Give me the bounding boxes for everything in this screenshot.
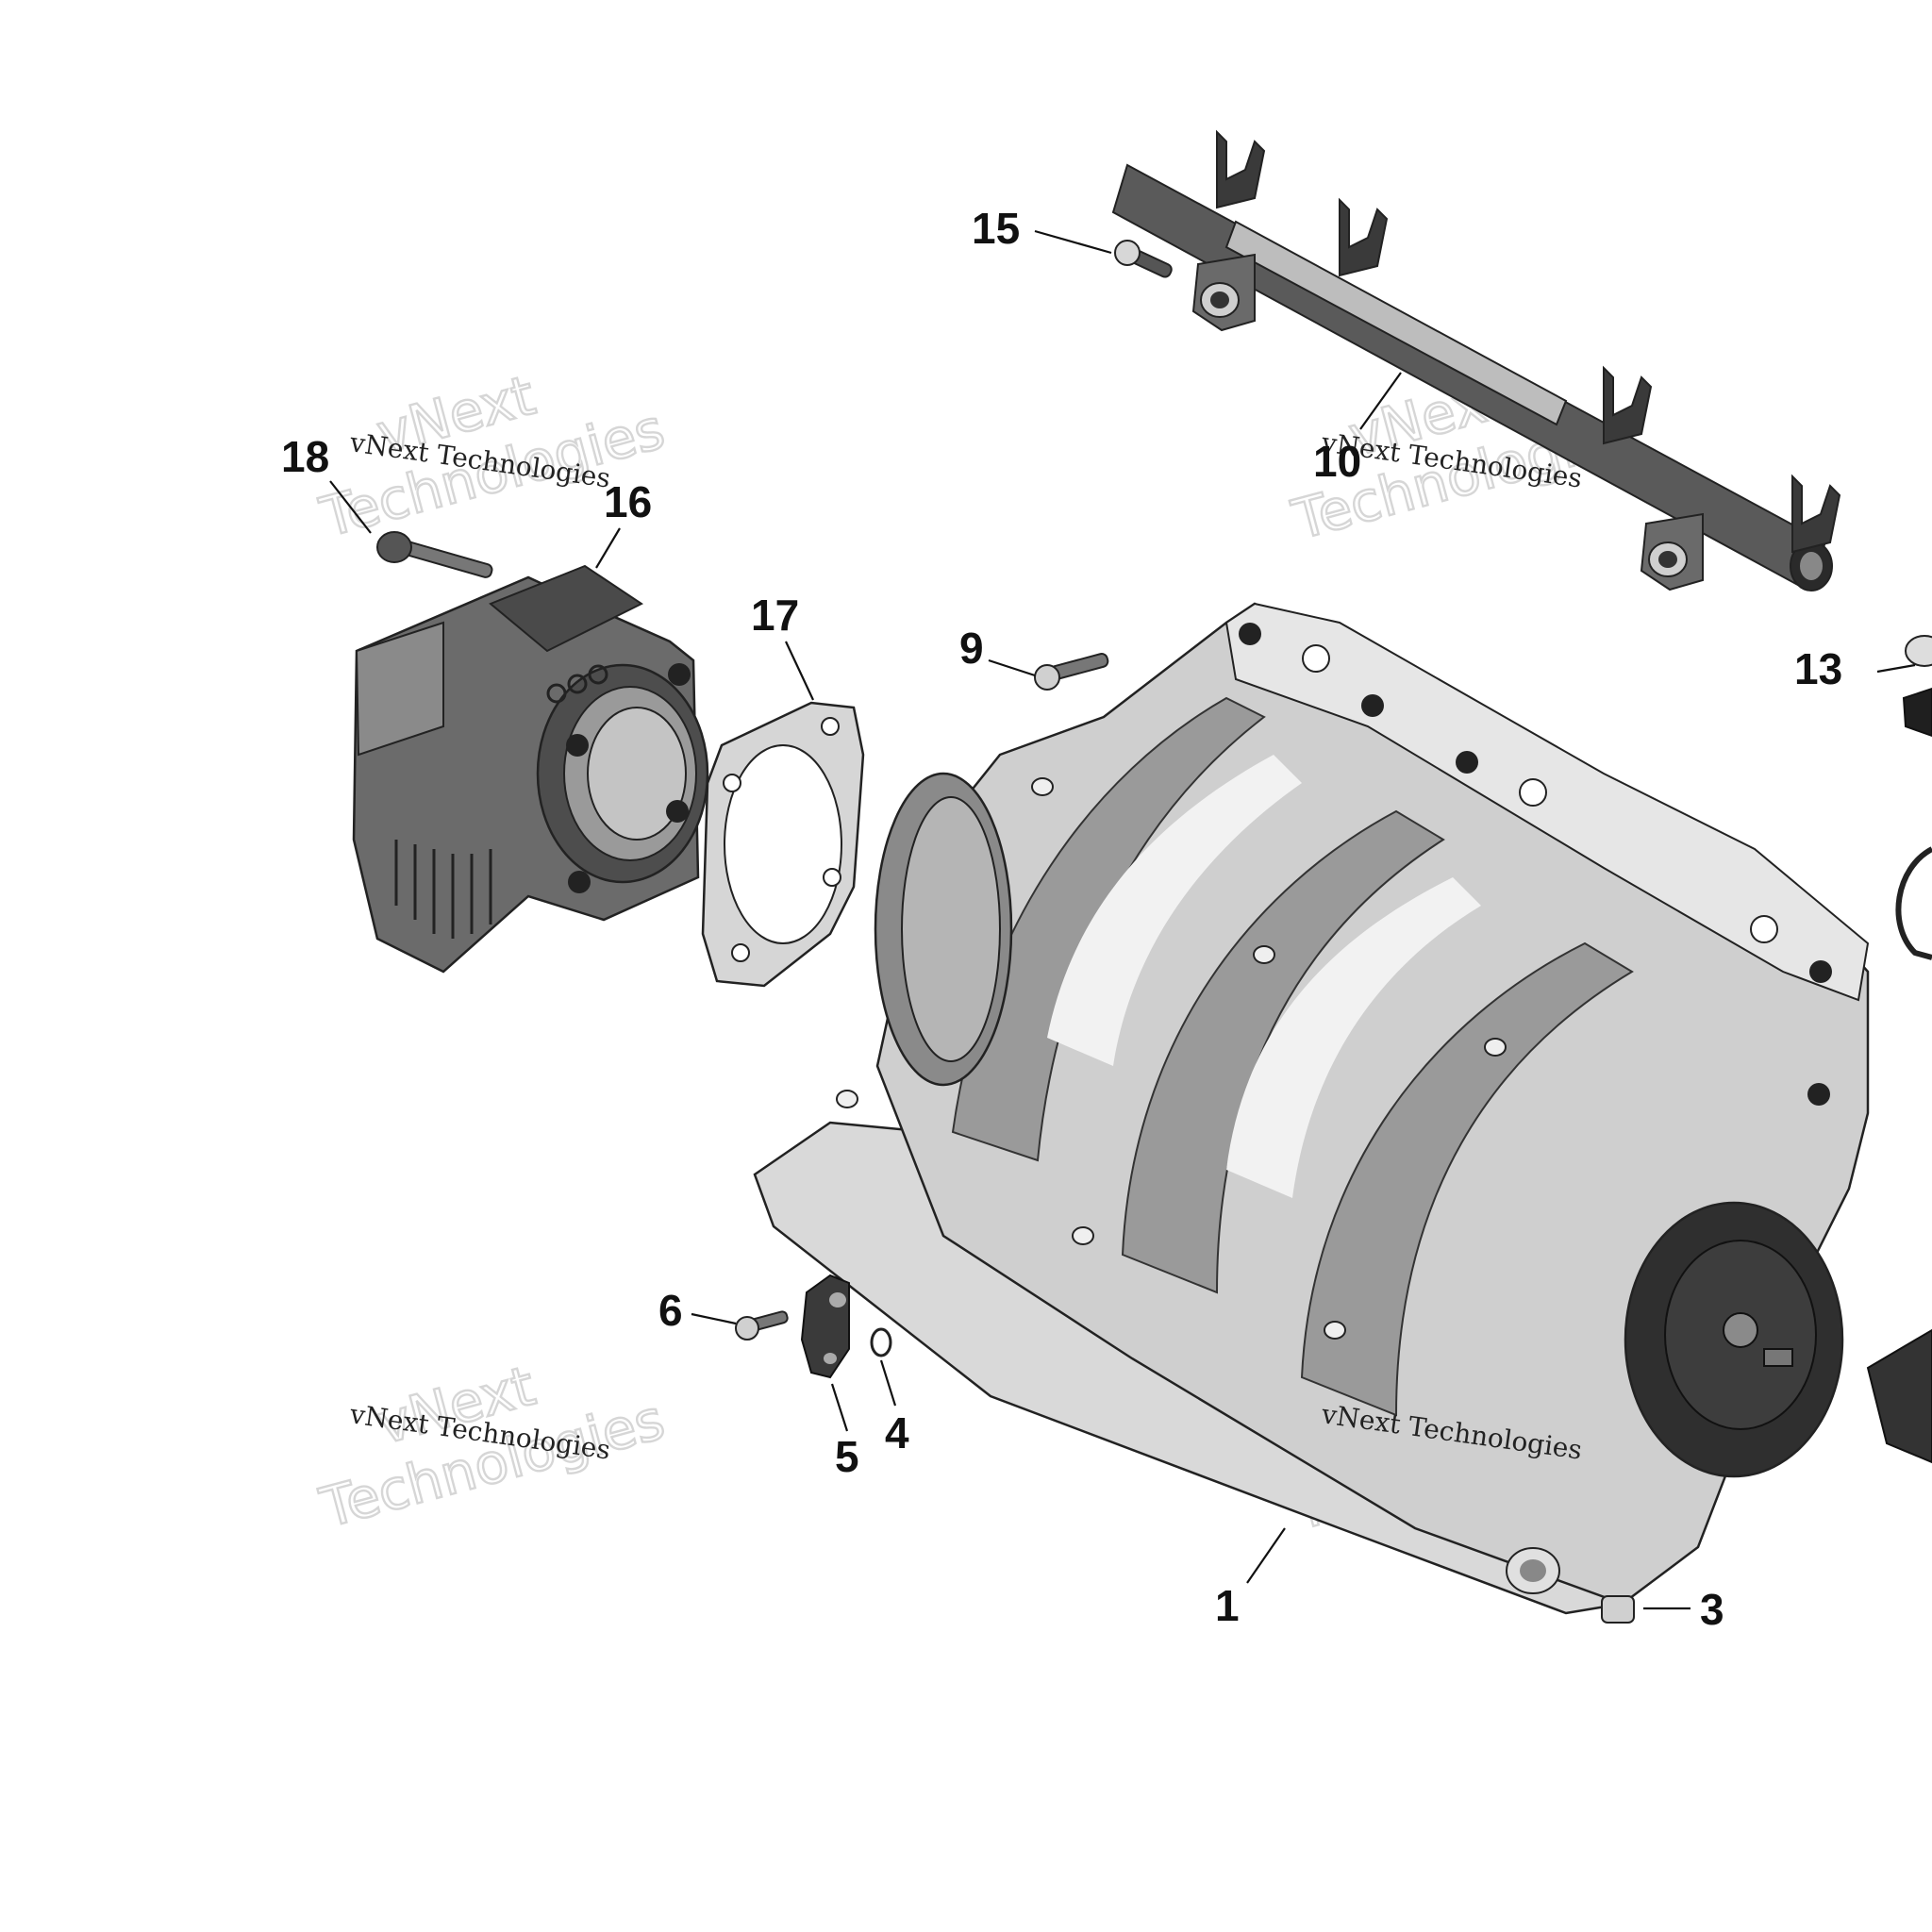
callout-18: 18 [281,432,329,481]
part-13 [1902,635,1932,738]
callout-10: 10 [1313,437,1361,486]
callout-4: 4 [885,1408,909,1457]
connector-partial [1866,1328,1932,1464]
bolt-15 [1114,240,1173,278]
hose-partial [1895,846,1932,960]
bolt-6 [735,1310,789,1341]
gasket [701,701,865,988]
callout-6: 6 [658,1286,683,1335]
callout-16: 16 [604,477,652,526]
o-ring-4 [870,1327,892,1357]
bolt-9 [1034,653,1109,691]
spacer-3 [1601,1595,1635,1624]
intake-manifold [753,602,1870,1615]
bracket-5 [800,1274,850,1379]
callout-13: 13 [1794,644,1842,693]
leader-lines [329,229,1916,1610]
callout-9: 9 [959,624,984,673]
callout-5: 5 [835,1432,859,1481]
callout-17: 17 [751,591,799,640]
callout-3: 3 [1700,1585,1724,1634]
throttle-body [352,564,709,974]
fuel-rail [1111,129,1841,591]
sensor-18 [376,531,493,578]
callout-15: 15 [972,204,1020,253]
callout-1: 1 [1215,1581,1240,1630]
